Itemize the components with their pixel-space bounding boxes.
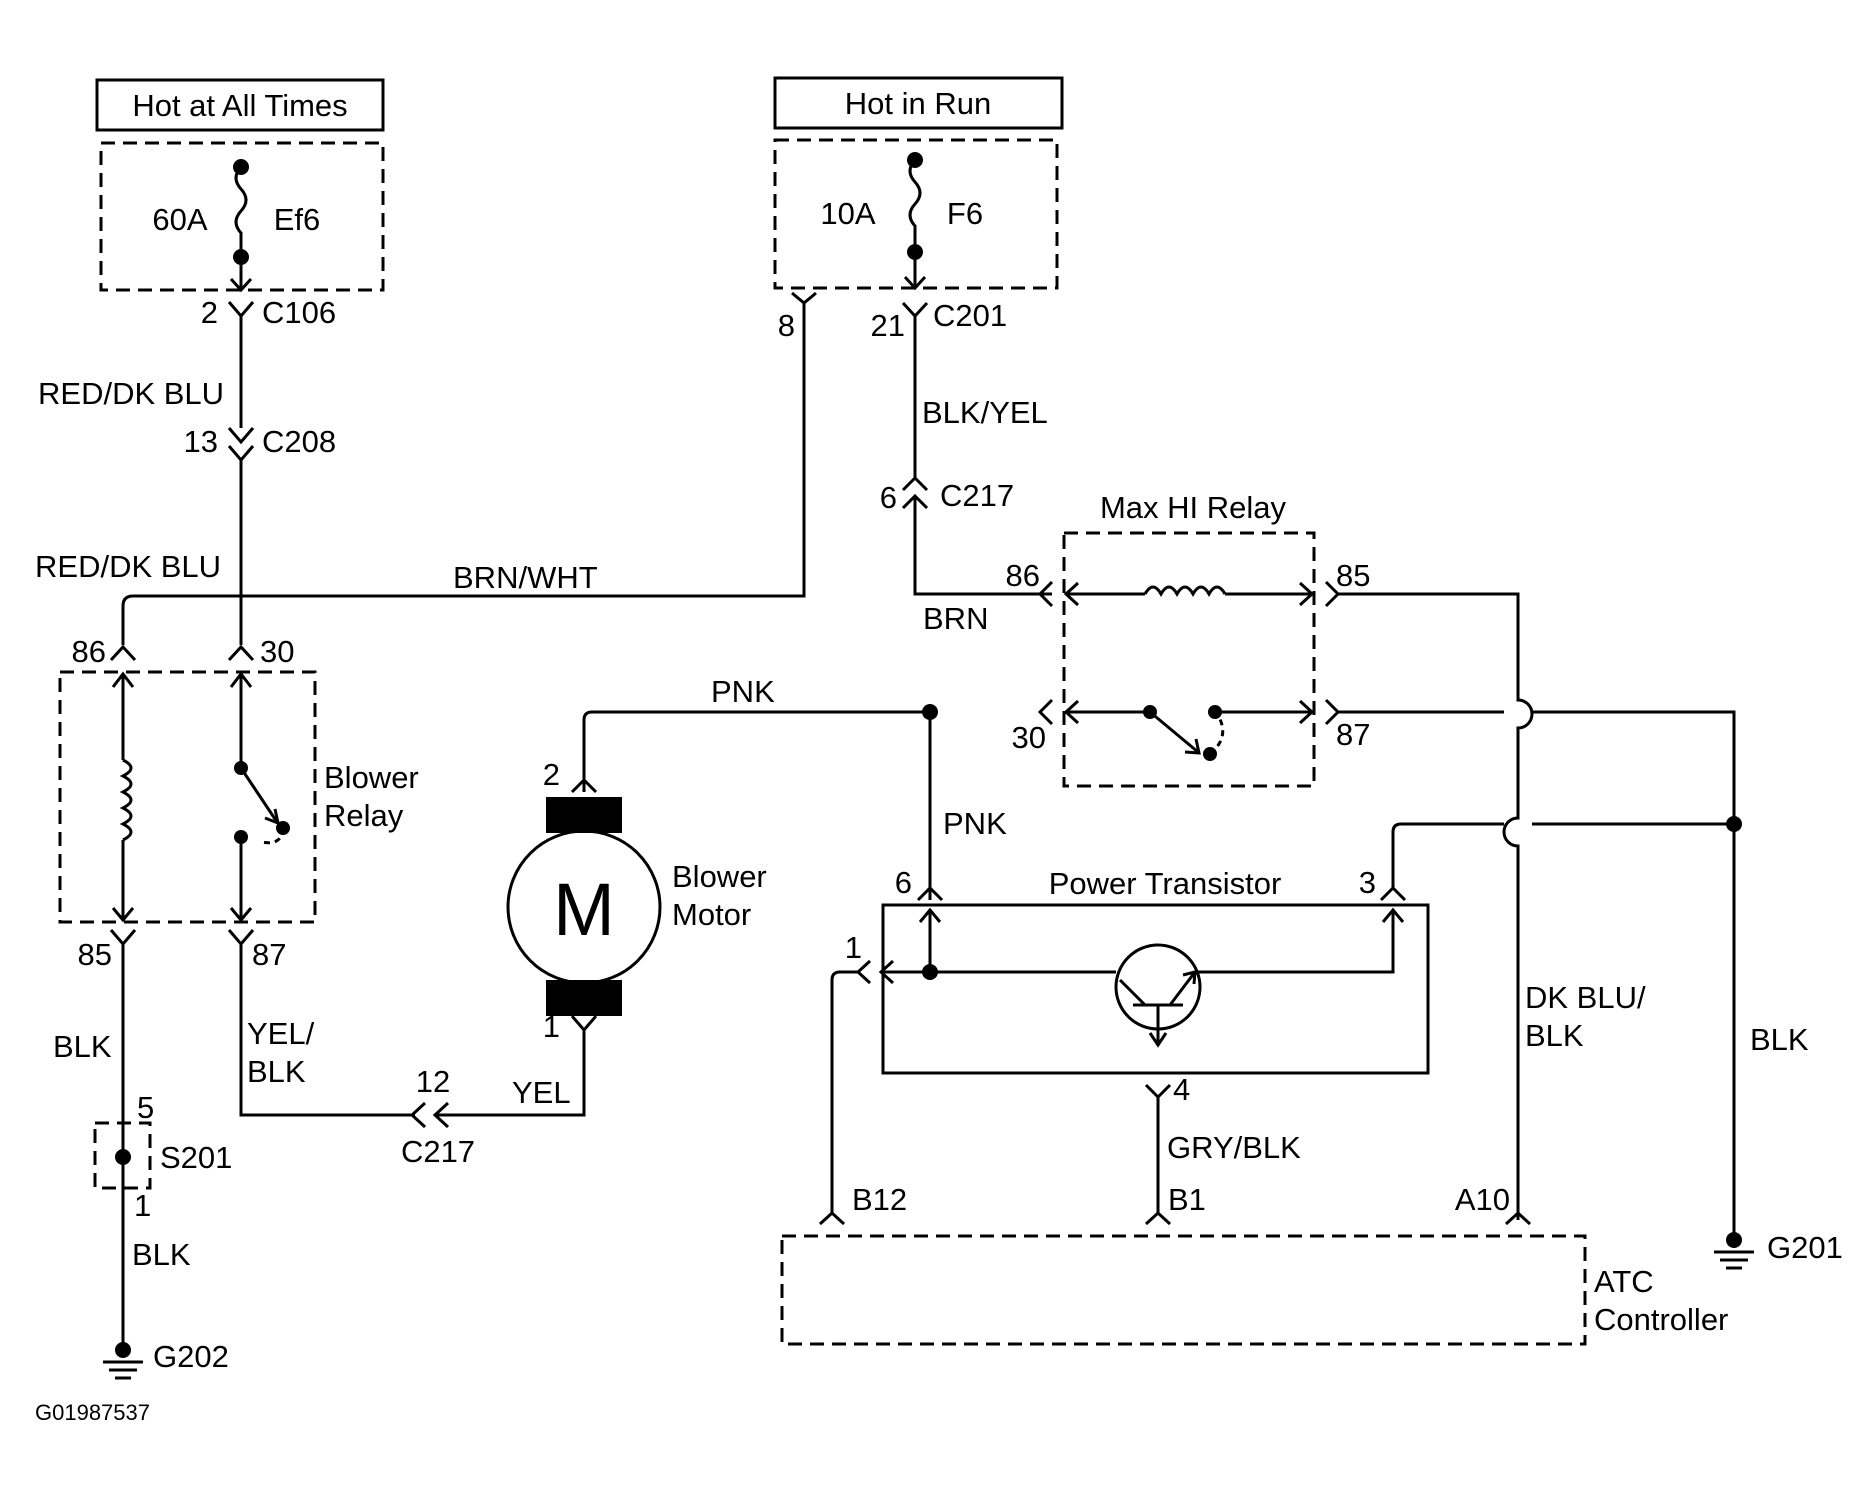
wire-label-blk-right: BLK xyxy=(1750,1022,1809,1057)
wire-yel xyxy=(435,1030,586,1117)
blower-motor-pin-2: 2 xyxy=(543,757,560,792)
wire-label-blk-left: BLK xyxy=(53,1029,112,1064)
atc-controller-pin-b12: B12 xyxy=(852,1182,907,1217)
figure-code: G01987537 xyxy=(35,1400,150,1425)
wire-label-dk-blu-blk-2: BLK xyxy=(1525,1018,1584,1053)
connector-c208-pin: 13 xyxy=(184,424,218,459)
max-hi-relay-coil xyxy=(1143,585,1227,598)
connector-c217-bottom-label: C217 xyxy=(401,1134,475,1169)
blower-motor-brush-top xyxy=(546,797,622,833)
power-transistor-label: Power Transistor xyxy=(1049,866,1282,901)
blower-relay-pin-87: 87 xyxy=(252,937,286,972)
max-hi-relay: Max HI Relay 86 85 30 87 xyxy=(1006,490,1370,788)
blower-motor-label-1: Blower xyxy=(672,859,767,894)
ground-g202-label: G202 xyxy=(153,1339,229,1374)
power-transistor-pin-6: 6 xyxy=(895,865,912,900)
connector-c217-bottom: 12 C217 xyxy=(401,1064,475,1169)
wire-label-pnk-1: PNK xyxy=(711,674,775,709)
atc-controller-pin-b1: B1 xyxy=(1168,1182,1206,1217)
fuse-f6-rating: 10A xyxy=(820,196,875,231)
wire-label-yel-blk-1: YEL/ xyxy=(247,1016,315,1051)
ground-g201: G201 xyxy=(1714,1230,1843,1270)
blower-motor-symbol: M xyxy=(553,868,615,951)
power-transistor: Power Transistor 6 3 1 4 xyxy=(845,865,1430,1107)
wire-brn-wht xyxy=(121,303,806,645)
max-hi-relay-pin-30: 30 xyxy=(1012,720,1046,755)
wire-label-brn: BRN xyxy=(923,601,988,636)
ground-g201-label: G201 xyxy=(1767,1230,1843,1265)
hot-in-run-box: Hot in Run xyxy=(773,76,1064,130)
splice-s201-pin-1: 1 xyxy=(134,1188,151,1223)
wire-label-red-dk-blu-2: RED/DK BLU xyxy=(35,549,221,584)
splice-s201-label: S201 xyxy=(160,1140,232,1175)
power-transistor-pin-1: 1 xyxy=(845,930,862,965)
splice-s201: 5 S201 1 xyxy=(93,1090,232,1223)
wire-transistor-pin3 xyxy=(1391,822,1734,888)
wire-label-pnk-2: PNK xyxy=(943,806,1007,841)
connector-c106-label: C106 xyxy=(262,295,336,330)
connector-c106-pin: 2 xyxy=(201,295,218,330)
blower-relay: 86 30 Blower Relay 85 87 xyxy=(58,634,419,972)
connector-c201-label: C201 xyxy=(933,298,1007,333)
max-hi-relay-pin-86: 86 xyxy=(1006,558,1040,593)
atc-controller-label-2: Controller xyxy=(1594,1302,1728,1337)
connector-c201: 21 C201 xyxy=(871,298,1008,343)
blower-motor-label-2: Motor xyxy=(672,897,751,932)
connector-c201-pin-8: 8 xyxy=(778,308,795,343)
blower-relay-label-1: Blower xyxy=(324,760,419,795)
atc-controller-label-1: ATC xyxy=(1594,1264,1654,1299)
connector-c217-top-label: C217 xyxy=(940,478,1014,513)
connector-c208: 13 C208 xyxy=(184,424,336,463)
hot-at-all-times-label: Hot at All Times xyxy=(132,88,347,123)
fuse-f6-element xyxy=(908,158,922,252)
fuse-ef6-name: Ef6 xyxy=(274,202,321,237)
blower-motor-pin-1: 1 xyxy=(543,1009,560,1044)
atc-controller: B12 B1 A10 ATC Controller xyxy=(780,1182,1728,1346)
wire-label-gry-blk: GRY/BLK xyxy=(1167,1130,1301,1165)
wire-yel-blk xyxy=(239,944,415,1117)
max-hi-relay-pin-87: 87 xyxy=(1336,717,1370,752)
blower-relay-label-2: Relay xyxy=(324,798,404,833)
blower-relay-pin-85: 85 xyxy=(78,937,112,972)
connector-c208-label: C208 xyxy=(262,424,336,459)
hot-at-all-times-box: Hot at All Times xyxy=(95,78,385,132)
blower-motor: PNK 2 M 1 Blower Motor xyxy=(506,674,930,1044)
blower-relay-pin-86: 86 xyxy=(72,634,106,669)
fuse-f6-name: F6 xyxy=(947,196,983,231)
max-hi-relay-pin-85: 85 xyxy=(1336,558,1370,593)
connector-c201-pin-21: 21 xyxy=(871,308,905,343)
wire-transistor-pin1 xyxy=(830,970,858,1213)
atc-controller-pin-a10: A10 xyxy=(1455,1182,1510,1217)
blower-relay-pin-30: 30 xyxy=(260,634,294,669)
wire-label-brn-wht: BRN/WHT xyxy=(453,560,598,595)
wire-pnk-motor xyxy=(582,710,930,792)
wire-dk-blu-blk xyxy=(1338,592,1534,1220)
fuse-ef6: 60A Ef6 xyxy=(99,141,385,293)
wire-label-red-dk-blu-1: RED/DK BLU xyxy=(38,376,224,411)
max-hi-relay-label: Max HI Relay xyxy=(1100,490,1287,525)
connector-c217-top-pin: 6 xyxy=(880,480,897,515)
fuse-f6: 10A F6 xyxy=(773,138,1059,291)
wire-label-yel-blk-2: BLK xyxy=(247,1054,306,1089)
wire-brn xyxy=(913,496,1052,596)
wire-label-dk-blu-blk-1: DK BLU/ xyxy=(1525,980,1646,1015)
blower-motor-brush-bottom xyxy=(546,980,622,1016)
wire-blk-right xyxy=(1338,710,1736,1240)
fuse-ef6-element xyxy=(234,165,248,257)
fuse-ef6-rating: 60A xyxy=(152,202,207,237)
connector-c106: 2 C106 xyxy=(201,295,336,330)
power-transistor-pin-3: 3 xyxy=(1359,865,1376,900)
connector-c217-top: 6 C217 xyxy=(880,475,1014,515)
power-transistor-pin-4: 4 xyxy=(1173,1072,1190,1107)
blower-relay-coil xyxy=(119,758,133,842)
connector-c217-bottom-pin: 12 xyxy=(416,1064,450,1099)
wire-label-blk-left-lower: BLK xyxy=(132,1237,191,1272)
blk-junction xyxy=(1726,816,1742,832)
hot-in-run-label: Hot in Run xyxy=(845,86,991,121)
wire-label-yel: YEL xyxy=(512,1075,571,1110)
splice-s201-pin-5: 5 xyxy=(137,1090,154,1125)
wire-label-blk-yel: BLK/YEL xyxy=(922,395,1048,430)
ground-g202: G202 xyxy=(103,1339,229,1380)
